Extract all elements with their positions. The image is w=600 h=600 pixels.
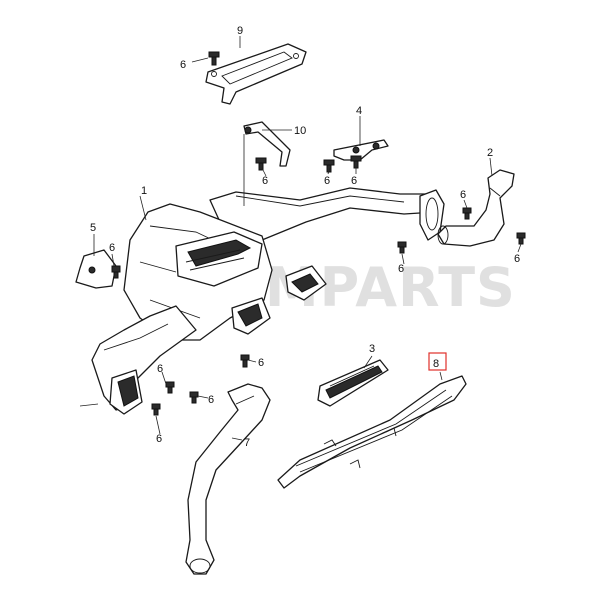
part-10-bracket <box>243 121 291 167</box>
callout-2: 2 <box>487 147 493 159</box>
callout-5: 5 <box>90 222 96 234</box>
upper-duct <box>209 187 445 245</box>
highlight-box <box>428 352 447 371</box>
callout-3: 3 <box>369 343 375 355</box>
part-1-housing <box>123 203 327 341</box>
left-lower-duct <box>91 305 197 415</box>
callout-7: 7 <box>244 437 250 449</box>
part-8-duct <box>277 375 467 489</box>
callout-6: 6 <box>351 175 357 187</box>
callout-6: 6 <box>514 253 520 265</box>
callout-6: 6 <box>180 59 186 71</box>
screw-icon <box>255 157 267 171</box>
part-4-bracket <box>333 139 389 161</box>
part-5-bracket <box>75 249 117 289</box>
callout-8: 8 <box>433 358 439 370</box>
part-3-grille <box>317 359 389 407</box>
screw-icon <box>151 354 250 416</box>
screw-icon <box>208 51 220 66</box>
callout-6: 6 <box>258 357 264 369</box>
callout-6: 6 <box>109 242 115 254</box>
part-7-hose <box>185 383 271 575</box>
callout-6: 6 <box>157 363 163 375</box>
part-2-duct <box>437 169 515 247</box>
callout-6: 6 <box>208 394 214 406</box>
screw-icon <box>397 207 526 254</box>
callout-9: 9 <box>237 25 243 37</box>
callout-6: 6 <box>262 175 268 187</box>
leader-lines <box>79 36 522 441</box>
screw-icon <box>111 265 121 279</box>
callout-1: 1 <box>141 185 147 197</box>
callout-10: 10 <box>294 125 306 137</box>
callout-6: 6 <box>156 433 162 445</box>
callout-6: 6 <box>324 175 330 187</box>
callout-6: 6 <box>398 263 404 275</box>
callout-4: 4 <box>356 105 362 117</box>
part-9-bracket <box>205 43 307 105</box>
callout-6: 6 <box>460 189 466 201</box>
